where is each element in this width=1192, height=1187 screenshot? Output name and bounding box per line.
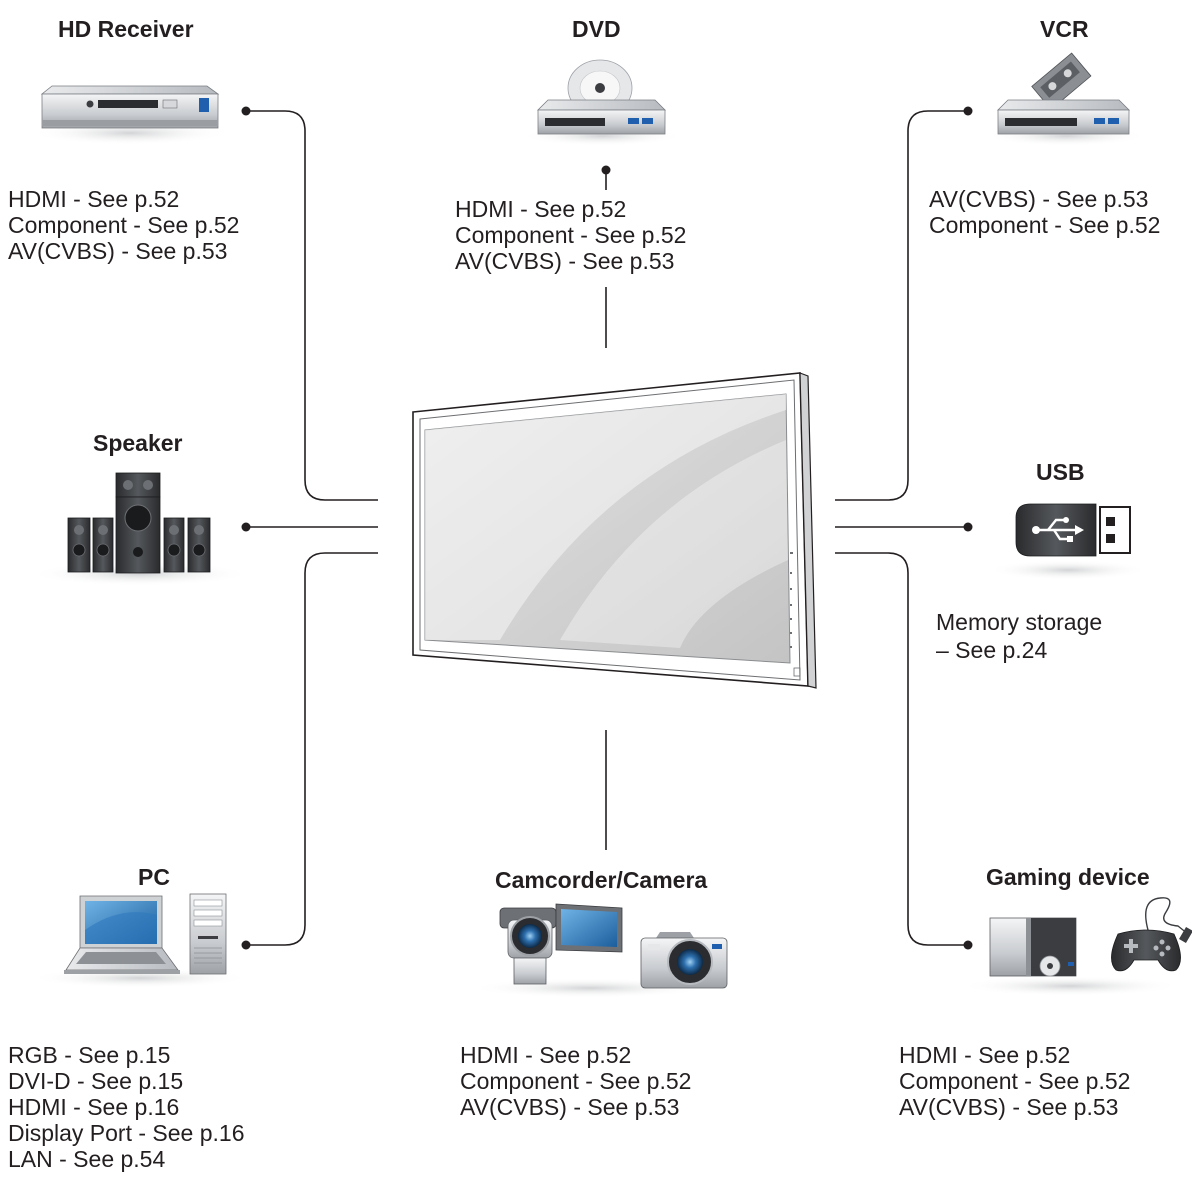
connection-dots [241,106,973,950]
speaker-title: Speaker [93,430,183,456]
connection-line: Component - See p.52 [929,212,1161,238]
usb-drive-icon [988,503,1148,580]
connection-line: Component - See p.52 [455,222,687,248]
game-console-icon [960,917,1180,996]
usb-connections: Memory storage – See p.24 [936,608,1102,664]
pc-connections: RGB - See p.15 DVI-D - See p.15 HDMI - S… [8,1042,245,1172]
connection-lines [246,110,968,946]
connection-line: AV(CVBS) - See p.53 [929,186,1149,212]
dvd-player-icon [522,59,682,146]
connection-line: HDMI - See p.52 [899,1042,1071,1068]
pc-tower-icon [189,893,227,975]
connection-line: – See p.24 [936,637,1048,663]
connection-line: DVI-D - See p.15 [8,1068,184,1094]
line-gaming [835,552,968,946]
display-monitor-icon [412,372,817,689]
connection-line: Memory storage [936,609,1103,635]
dvd-title: DVD [572,16,621,42]
pc-title: PC [138,864,170,890]
connection-line: RGB - See p.15 [8,1042,171,1068]
connection-line: HDMI - See p.16 [8,1094,180,1120]
connection-line: Display Port - See p.16 [8,1120,245,1146]
connection-line: HDMI - See p.52 [8,186,180,212]
connection-line: Component - See p.52 [8,212,240,238]
connection-line: AV(CVBS) - See p.53 [8,238,228,264]
camera-icon [640,932,728,989]
camcorder-icon [470,903,710,998]
gamepad-icon [1111,897,1192,972]
connection-line: AV(CVBS) - See p.53 [899,1094,1119,1120]
hd-receiver-connections: HDMI - See p.52 Component - See p.52 AV(… [8,186,239,264]
camcorder-title: Camcorder/Camera [495,867,708,893]
dvd-connections: HDMI - See p.52 Component - See p.52 AV(… [455,196,686,274]
connection-line: AV(CVBS) - See p.53 [455,248,675,274]
vcr-icon [986,52,1146,146]
vcr-connections: AV(CVBS) - See p.53 Component - See p.52 [929,186,1160,238]
connection-line: LAN - See p.54 [8,1146,166,1172]
connection-line: Component - See p.52 [899,1068,1131,1094]
line-pc [246,552,378,946]
line-hd-receiver [246,110,378,501]
gaming-title: Gaming device [986,864,1150,890]
connection-line: HDMI - See p.52 [455,196,627,222]
camcorder-connections: HDMI - See p.52 Component - See p.52 AV(… [460,1042,691,1120]
hd-receiver-title: HD Receiver [58,16,194,42]
line-vcr [835,110,968,501]
connection-line: HDMI - See p.52 [460,1042,632,1068]
gaming-connections: HDMI - See p.52 Component - See p.52 AV(… [899,1042,1130,1120]
speaker-system-icon [30,472,250,586]
vcr-title: VCR [1040,16,1089,42]
connection-line: AV(CVBS) - See p.53 [460,1094,680,1120]
hd-receiver-icon [30,85,230,145]
connection-line: Component - See p.52 [460,1068,692,1094]
usb-title: USB [1036,459,1085,485]
